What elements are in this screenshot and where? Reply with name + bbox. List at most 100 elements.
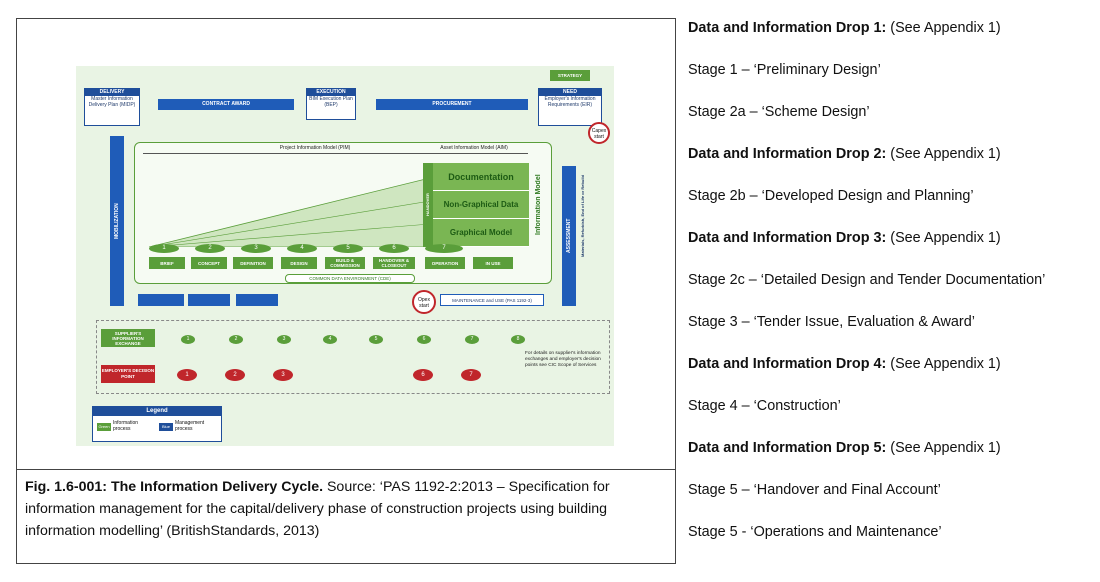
information-model-label: Information Model [535, 174, 542, 236]
execution-body: BIM Execution Plan (BEP) [309, 96, 353, 108]
right-line-2-text: Stage 1 – ‘Preliminary Design’ [688, 62, 881, 78]
figure-frame: Fig. 1.6-001: The Information Delivery C… [16, 18, 676, 564]
stage-label-handover-closeout: HANDOVER & CLOSEOUT [373, 257, 415, 269]
need-box: NEED Employer's Information Requirements… [538, 88, 602, 126]
right-line-4-text: (See Appendix 1) [886, 146, 1001, 162]
right-line-6-text: (See Appendix 1) [886, 230, 1001, 246]
stage-label-definition: DEFINITION [233, 257, 273, 269]
cde-label: COMMON DATA ENVIRONMENT (CDE) [285, 274, 415, 283]
exchange-point-3: 3 [277, 335, 291, 344]
stage-oval-1: 1 [149, 244, 179, 253]
right-line-9-text: (See Appendix 1) [886, 356, 1001, 372]
right-line-4-bold: Data and Information Drop 2: [688, 146, 887, 162]
stage-oval-5: 5 [333, 244, 363, 253]
right-line-12: Stage 5 – ‘Handover and Final Account’ [688, 482, 941, 498]
stage-label-build-commission: BUILD & COMMISSION [325, 257, 365, 269]
cde-panel: Project Information Model (PIM) Asset In… [134, 142, 552, 284]
stage-label-design: DESIGN [281, 257, 317, 269]
supplier-exchange-badge: SUPPLIER'S INFORMATION EXCHANGE [101, 329, 155, 347]
right-line-6: Data and Information Drop 3: (See Append… [688, 230, 1001, 246]
right-line-9: Data and Information Drop 4: (See Append… [688, 356, 1001, 372]
right-line-2: Stage 1 – ‘Preliminary Design’ [688, 62, 881, 78]
right-line-7: Stage 2c – ‘Detailed Design and Tender D… [688, 272, 1045, 288]
right-line-13-text: Stage 5 - ‘Operations and Maintenance’ [688, 524, 942, 540]
exchange-point-6: 6 [417, 335, 431, 344]
aim-label: Asset Information Model (AIM) [440, 145, 508, 151]
right-line-8: Stage 3 – ‘Tender Issue, Evaluation & Aw… [688, 314, 975, 330]
right-line-13: Stage 5 - ‘Operations and Maintenance’ [688, 524, 942, 540]
need-title: NEED [539, 89, 601, 96]
legend-blue-label: Management process [175, 420, 205, 432]
flow-arrow-3 [236, 294, 278, 306]
exchange-point-5: 5 [369, 335, 383, 344]
right-line-11-text: (See Appendix 1) [886, 440, 1001, 456]
stage-label-concept: CONCEPT [191, 257, 227, 269]
stage-oval-6: 6 [379, 244, 409, 253]
stage-oval-4: 4 [287, 244, 317, 253]
right-line-3: Stage 2a – ‘Scheme Design’ [688, 104, 870, 120]
right-line-1-text: (See Appendix 1) [886, 20, 1001, 36]
right-line-12-text: Stage 5 – ‘Handover and Final Account’ [688, 482, 941, 498]
delivery-title: DELIVERY [85, 89, 139, 96]
assessment-bar: ASSESSMENT [562, 166, 576, 306]
layer-documentation: Documentation [433, 163, 529, 191]
mobilization-label: MOBILIZATION [114, 203, 120, 239]
right-line-11-bold: Data and Information Drop 5: [688, 440, 887, 456]
decision-point-1: 1 [177, 369, 197, 381]
right-line-1-bold: Data and Information Drop 1: [688, 20, 887, 36]
right-line-10: Stage 4 – ‘Construction’ [688, 398, 841, 414]
decision-point-2: 2 [225, 369, 245, 381]
exchange-point-7: 7 [465, 335, 479, 344]
right-line-3-text: Stage 2a – ‘Scheme Design’ [688, 104, 870, 120]
legend-title: Legend [93, 407, 221, 416]
legend-green-tag: Green [97, 423, 111, 431]
right-line-6-bold: Data and Information Drop 3: [688, 230, 887, 246]
stage-oval-7: 7 [425, 244, 463, 253]
pim-aim-rule [143, 153, 528, 154]
contract-award-arrow: CONTRACT AWARD [158, 99, 294, 110]
pim-label: Project Information Model (PIM) [279, 145, 351, 151]
assessment-label: ASSESSMENT [566, 218, 572, 254]
right-line-8-text: Stage 3 – ‘Tender Issue, Evaluation & Aw… [688, 314, 975, 330]
handover-label: HANDOVER [425, 193, 430, 217]
execution-box: EXECUTION BIM Execution Plan (BEP) [306, 88, 356, 120]
stage-label-operation: OPERATION [425, 257, 465, 269]
opex-marker: Opex start [412, 290, 436, 314]
information-model-side: Information Model [531, 163, 547, 247]
legend-green-label: Information process [113, 420, 139, 432]
right-line-11: Data and Information Drop 5: (See Append… [688, 440, 1001, 456]
need-body: Employer's Information Requirements (EIR… [544, 96, 596, 108]
exchange-zone: SUPPLIER'S INFORMATION EXCHANGE EMPLOYER… [96, 320, 610, 394]
details-note: For details on supplier's information ex… [525, 351, 601, 368]
decision-point-3: 3 [273, 369, 293, 381]
right-line-5: Stage 2b – ‘Developed Design and Plannin… [688, 188, 974, 204]
execution-title: EXECUTION [307, 89, 355, 96]
maintenance-arrow: MAINTENANCE and USE (PAS 1192-3) [440, 294, 544, 306]
legend-blue-tag: Blue [159, 423, 173, 431]
assessment-sub-label: Materials, Refurbish, End of Life or Reb… [580, 175, 585, 258]
stage-oval-2: 2 [195, 244, 225, 253]
right-line-7-text: Stage 2c – ‘Detailed Design and Tender D… [688, 272, 1046, 288]
capex-marker: Capex start [588, 122, 610, 144]
right-line-10-text: Stage 4 – ‘Construction’ [688, 398, 841, 414]
delivery-box: DELIVERY Master Information Delivery Pla… [84, 88, 140, 126]
caption-title: Fig. 1.6-001: The Information Delivery C… [25, 479, 324, 495]
procurement-arrow: PROCUREMENT [376, 99, 528, 110]
employer-decision-badge: EMPLOYER'S DECISION POINT [101, 365, 155, 383]
right-line-4: Data and Information Drop 2: (See Append… [688, 146, 1001, 162]
layer-graphical-model: Graphical Model [433, 219, 529, 247]
caption-source: Source: ‘PAS 1192-2:2013 – Specification… [25, 479, 610, 539]
figure-caption: Fig. 1.6-001: The Information Delivery C… [17, 469, 675, 563]
decision-point-7: 7 [461, 369, 481, 381]
right-line-1: Data and Information Drop 1: (See Append… [688, 20, 1001, 36]
right-line-5-text: Stage 2b – ‘Developed Design and Plannin… [688, 188, 974, 204]
stage-label-in-use: IN USE [473, 257, 513, 269]
exchange-point-2: 2 [229, 335, 243, 344]
stage-oval-3: 3 [241, 244, 271, 253]
information-delivery-cycle-diagram: STRATEGY DELIVERY Master Information Del… [76, 66, 614, 446]
delivery-body: Master Information Delivery Plan (MIDP) [88, 96, 136, 108]
legend-box: Legend Green Information process Blue Ma… [92, 406, 222, 442]
decision-point-6: 6 [413, 369, 433, 381]
exchange-point-1: 1 [181, 335, 195, 344]
exchange-point-8: 8 [511, 335, 525, 344]
